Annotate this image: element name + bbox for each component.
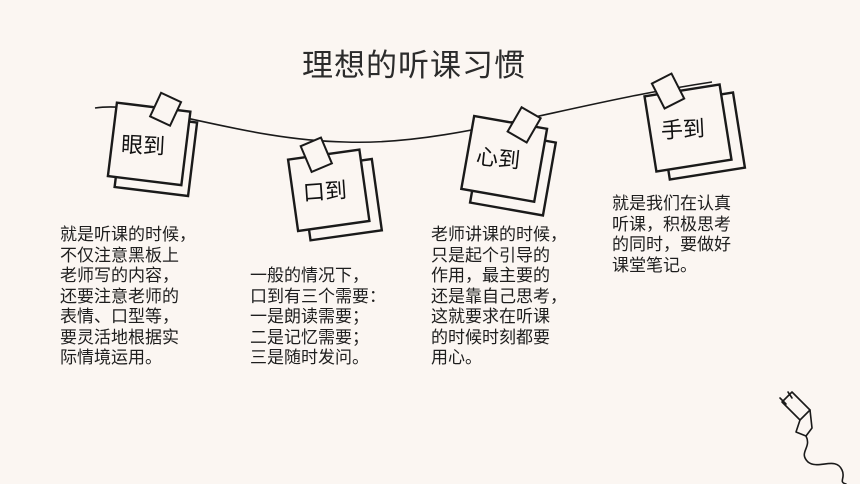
note-label-eye: 眼到 xyxy=(120,132,166,161)
note-label-hand: 手到 xyxy=(660,116,706,145)
note-mouth-paper xyxy=(286,136,384,242)
note-description-eye: 就是听课的时候， 不仅注意黑板上 老师写的内容， 还要注意老师的 表情、口型等，… xyxy=(60,225,196,368)
note-eye-paper xyxy=(106,91,199,198)
page-title: 理想的听课习惯 xyxy=(302,48,526,84)
note-hand-paper xyxy=(643,72,747,181)
note-description-hand: 就是我们在认真 听课，积极思考 的同时，要做好 课堂笔记。 xyxy=(612,194,731,276)
hand-drawn-plug-icon xyxy=(779,391,847,484)
note-heart-paper xyxy=(459,105,558,217)
note-description-mouth: 一般的情况下， 口到有三个需要： 一是朗读需要； 二是记忆需要； 三是随时发问。 xyxy=(250,266,386,368)
note-description-heart: 老师讲课的时候， 只是起个引导的 作用，最主要的 还是靠自己思考， 这就要求在听… xyxy=(431,225,567,368)
note-label-mouth: 口到 xyxy=(302,178,348,207)
